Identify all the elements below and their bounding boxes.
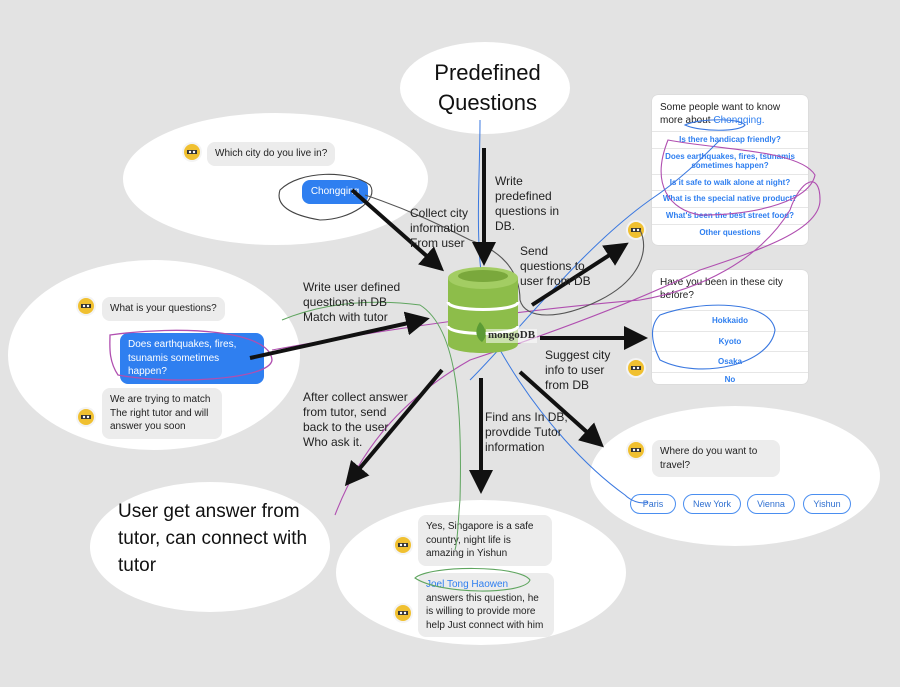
travel-question-bubble: Where do you want to travel?: [652, 440, 780, 477]
city-question-ellipse: [123, 113, 428, 245]
label-send-questions: Send questions to user from DB: [520, 244, 591, 288]
bot-avatar-icon: [626, 220, 646, 240]
bot-reply-bubble: We are trying to match The right tutor a…: [102, 388, 222, 439]
visited-cities-card: Have you been in these city before? Hokk…: [652, 270, 808, 384]
city-answer-bubble[interactable]: Chongqing: [302, 180, 368, 204]
city-pill-new-york[interactable]: New York: [683, 494, 741, 514]
question-option[interactable]: Is there handicap friendly?: [652, 131, 808, 148]
tutor-name-link[interactable]: Joel Tong Haowen: [426, 579, 509, 590]
question-option[interactable]: Is it safe to walk alone at night?: [652, 173, 808, 191]
question-option[interactable]: Does earthquakes, fires, tsunamis someti…: [652, 147, 808, 174]
visited-cities-header: Have you been in these city before?: [660, 277, 783, 301]
city-option[interactable]: Osaka: [652, 351, 808, 372]
bot-avatar-icon: [76, 407, 96, 427]
tutor-note: answers this question, he is willing to …: [426, 592, 544, 631]
answer-caption: User get answer from tutor, can connect …: [118, 501, 308, 576]
city-pill-yishun[interactable]: Yishun: [803, 494, 851, 514]
city-pill-vienna[interactable]: Vienna: [747, 494, 795, 514]
bot-avatar-icon: [182, 142, 202, 162]
label-write-user-defined: Write user defined questions in DB Match…: [303, 280, 401, 324]
city-option[interactable]: Kyoto: [652, 330, 808, 352]
label-write-predefined: Write predefined questions in DB.: [495, 174, 560, 233]
tutor-info-bubble: Joel Tong Haowen answers this question, …: [418, 573, 554, 637]
question-option[interactable]: Other questions: [652, 223, 808, 241]
bot-avatar-icon: [393, 535, 413, 555]
question-option[interactable]: What is the special native product?: [652, 190, 808, 207]
city-option[interactable]: No: [652, 371, 808, 387]
user-question-prompt: What is your questions?: [102, 297, 225, 321]
question-option[interactable]: What's been the best street food?: [652, 206, 808, 224]
label-collect-city: Collect city information From user: [410, 206, 470, 250]
bot-avatar-icon: [76, 296, 96, 316]
city-questions-card: Some people want to know more about Chon…: [652, 95, 808, 245]
city-pill-paris[interactable]: Paris: [630, 494, 676, 514]
user-message-bubble[interactable]: Does earthquakes, fires, tsunamis someti…: [120, 333, 264, 384]
card-header-city[interactable]: Chongqing.: [713, 115, 765, 126]
city-option[interactable]: Hokkaido: [652, 310, 808, 331]
bot-avatar-icon: [393, 603, 413, 623]
label-suggest-city: Suggest city info to user from DB: [545, 348, 611, 392]
bot-avatar-icon: [626, 440, 646, 460]
predefined-questions-title: Predefined Questions: [434, 60, 541, 115]
mongodb-logo-text: mongoDB: [486, 329, 538, 343]
tutor-answer-bubble: Yes, Singapore is a safe country, night …: [418, 515, 552, 566]
city-questions-header: Some people want to know more about Chon…: [652, 95, 808, 131]
label-find-ans: Find ans In DB, provdide Tutor informati…: [485, 410, 568, 454]
label-after-collect: After collect answer from tutor, send ba…: [303, 390, 408, 449]
city-question-bubble: Which city do you live in?: [207, 142, 336, 166]
predefined-questions-ellipse: [400, 42, 570, 134]
